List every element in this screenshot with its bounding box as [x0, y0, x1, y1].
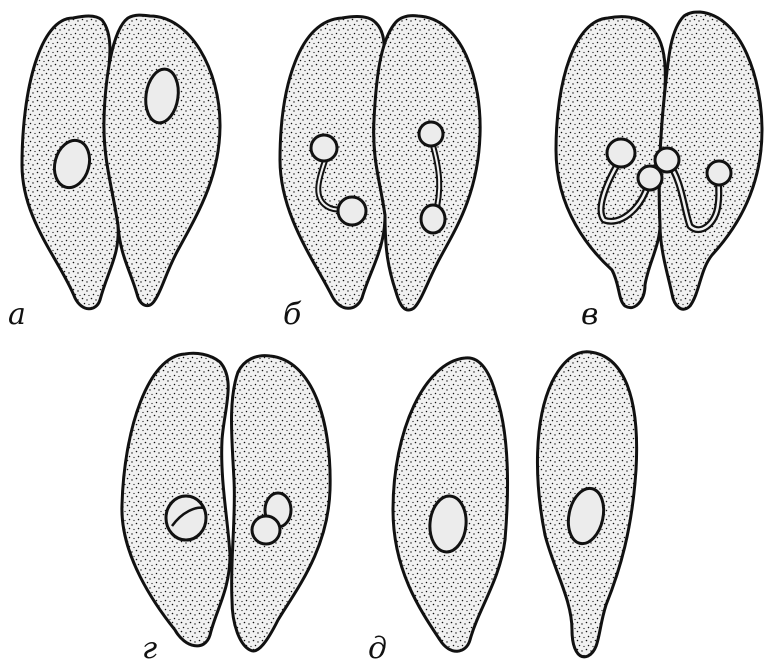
cell-right [104, 15, 220, 306]
nucleus [338, 197, 366, 225]
panel-b: б [280, 16, 480, 332]
nucleus [166, 496, 206, 540]
panel-label-b: б [283, 297, 302, 332]
nucleus [607, 139, 635, 167]
panel-v: в [556, 12, 762, 332]
cell-right [374, 16, 480, 310]
panel-a: а [8, 15, 220, 332]
cell-left [280, 17, 385, 309]
nucleus [311, 135, 337, 161]
panel-label-g: г [142, 631, 157, 666]
panel-label-a: а [8, 297, 26, 332]
nucleus [419, 122, 443, 146]
nucleus [421, 205, 445, 233]
nucleus [707, 161, 731, 185]
panel-g: г [122, 353, 330, 666]
panel-label-v: в [581, 297, 598, 332]
nucleus [655, 148, 679, 172]
nucleus [252, 516, 280, 544]
panel-d: д [368, 352, 637, 666]
panel-label-d: д [368, 631, 387, 666]
